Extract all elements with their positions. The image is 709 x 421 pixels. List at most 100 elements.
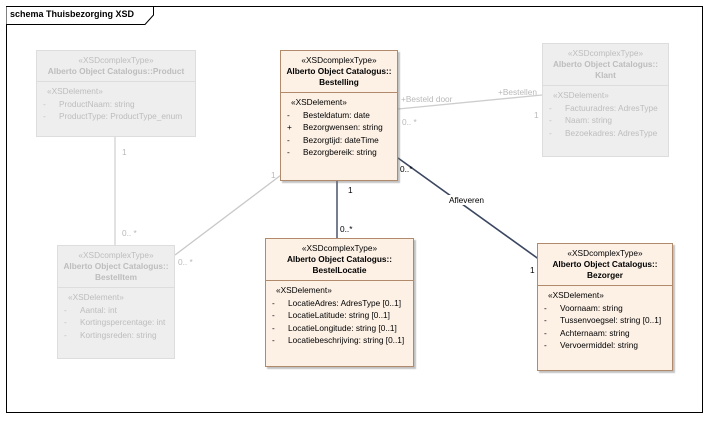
visibility-marker: - (544, 340, 547, 350)
attribute-text: Locatiebeschrijving: string [0..1] (288, 335, 405, 345)
attribute-text: Bezoekadres: AdresType (565, 127, 658, 138)
multiplicity-bestelitem-bestelling: 0.. * (178, 257, 193, 267)
class-name: BestelItem (95, 272, 137, 282)
attribute-compartment: «XSDelement»-Aantal: int-Kortingspercent… (58, 288, 174, 344)
association-bestelling-klant[interactable] (397, 94, 543, 110)
attribute-text: ProductType: ProductType_enum (59, 111, 183, 121)
visibility-marker: - (549, 102, 552, 113)
attribute-text: Naam: string (565, 115, 613, 125)
attribute-text: Bezorgbereik: string (303, 147, 377, 157)
class-bestelling[interactable]: «XSDcomplexType»Alberto Object Catalogus… (280, 50, 398, 181)
visibility-marker: - (272, 335, 275, 345)
attribute-row[interactable]: - Bezorgtijd: dateTime (287, 134, 391, 147)
attribute-row[interactable]: - Factuuradres: AdresType (549, 102, 662, 115)
association-afleveren[interactable] (397, 157, 541, 261)
attribute-row[interactable]: - Kortingspercentage: int (64, 316, 168, 329)
attribute-row[interactable]: - Aantal: int (64, 304, 168, 317)
visibility-marker: - (549, 127, 552, 138)
attribute-text: Kortingsreden: string (80, 329, 157, 340)
association-name-afleveren: Afleveren (448, 195, 486, 205)
class-klant[interactable]: «XSDcomplexType»Alberto Object Catalogus… (542, 43, 669, 157)
attribute-row[interactable]: -LocatieLatitude: string [0..1] (272, 309, 407, 322)
attribute-text: LocatieLatitude: string [0..1] (288, 310, 390, 320)
attribute-row[interactable]: -Voornaam: string (544, 302, 666, 315)
attribute-text: Achternaam: string (560, 327, 630, 338)
attribute-row[interactable]: -ProductNaam: string (43, 98, 189, 111)
stereotype-label: «XSDcomplexType» (567, 48, 644, 58)
attribute-compartment: «XSDelement»-ProductNaam: string-Product… (37, 82, 195, 126)
multiplicity-bezorger: 1 (530, 265, 535, 275)
visibility-marker: - (43, 111, 46, 121)
class-bestelitem[interactable]: «XSDcomplexType»Alberto Object Catalogus… (57, 245, 175, 359)
class-name: Klant (595, 70, 616, 80)
attribute-row[interactable]: - Bezoekadres: AdresType (549, 127, 662, 140)
section-stereotype: «XSDelement» (291, 97, 347, 107)
class-name: Alberto Object Catalogus:: (552, 59, 659, 69)
attribute-text: LocatieLongitude: string [0..1] (288, 322, 397, 333)
attribute-row[interactable]: - Achternaam: string (544, 327, 666, 340)
multiplicity-locatie: 0..* (340, 224, 353, 234)
attribute-row[interactable]: - LocatieLongitude: string [0..1] (272, 322, 407, 335)
class-header: «XSDcomplexType»Alberto Object Catalogus… (266, 239, 413, 281)
visibility-marker: - (544, 327, 547, 338)
visibility-marker: - (272, 322, 275, 333)
role-besteld-door: +Besteld door (401, 94, 453, 104)
visibility-marker: - (287, 109, 290, 120)
attribute-row[interactable]: -Kortingsreden: string (64, 329, 168, 342)
association-bestelling-bestelitem[interactable] (174, 171, 286, 256)
visibility-marker: - (64, 317, 67, 327)
multiplicity-bestelling-klant: 0.. * (402, 117, 417, 127)
class-name: Bestelling (319, 77, 359, 87)
class-header: «XSDcomplexType»Alberto Object Catalogus… (37, 51, 195, 82)
attribute-row[interactable]: - Locatiebeschrijving: string [0..1] (272, 334, 407, 347)
attribute-row[interactable]: -Bezorgbereik: string (287, 146, 391, 159)
section-stereotype: «XSDelement» (548, 290, 604, 300)
attribute-row[interactable]: - Besteldatum: date (287, 109, 391, 122)
attribute-text: Bezorgtijd: dateTime (303, 134, 379, 145)
class-name: Alberto Object Catalogus:: (63, 261, 169, 271)
attribute-text: ProductNaam: string (59, 98, 135, 109)
class-name: Alberto Object Catalogus:: (286, 254, 393, 264)
role-bestellen: +Bestellen (498, 87, 537, 97)
frame-title: schema Thuisbezorging XSD (10, 9, 135, 19)
attribute-text: Kortingspercentage: int (80, 317, 166, 327)
attribute-row[interactable]: -Tussenvoegsel: string [0..1] (544, 314, 666, 327)
visibility-marker: - (287, 134, 290, 145)
visibility-marker: + (287, 122, 292, 132)
class-name: Alberto Object Catalogus::Product (47, 66, 185, 76)
class-bezorger[interactable]: «XSDcomplexType»Alberto Object Catalogus… (537, 243, 673, 371)
visibility-marker: - (64, 304, 67, 315)
attribute-text: Vervoermiddel: string (560, 340, 638, 350)
visibility-marker: - (549, 115, 552, 125)
class-name: Alberto Object Catalogus:: (552, 259, 658, 269)
multiplicity-product: 1 (122, 147, 127, 157)
class-bestellocatie[interactable]: «XSDcomplexType»Alberto Object Catalogus… (265, 238, 414, 367)
attribute-row[interactable]: -LocatieAdres: AdresType [0..1] (272, 297, 407, 310)
visibility-marker: - (544, 302, 547, 313)
attribute-text: Besteldatum: date (303, 109, 370, 120)
class-product[interactable]: «XSDcomplexType»Alberto Object Catalogus… (36, 50, 196, 137)
attribute-row[interactable]: - Vervoermiddel: string (544, 339, 666, 352)
class-header: «XSDcomplexType»Alberto Object Catalogus… (538, 244, 672, 286)
stereotype-label: «XSDcomplexType» (301, 55, 377, 65)
attribute-text: Aantal: int (80, 304, 117, 315)
attribute-row[interactable]: - ProductType: ProductType_enum (43, 110, 189, 123)
class-name: Bezorger (587, 270, 623, 280)
section-stereotype: «XSDelement» (47, 86, 103, 96)
attribute-text: Factuuradres: AdresType (565, 102, 658, 113)
class-header: «XSDcomplexType»Alberto Object Catalogus… (281, 51, 397, 93)
attribute-compartment: «XSDelement»-Besteldatum: date+Bezorgwen… (281, 93, 397, 162)
class-name: BestelLocatie (312, 265, 367, 275)
attribute-row[interactable]: - Naam: string (549, 114, 662, 127)
attribute-row[interactable]: +Bezorgwensen: string (287, 121, 391, 134)
stereotype-label: «XSDcomplexType» (78, 250, 154, 260)
section-stereotype: «XSDelement» (276, 285, 332, 295)
visibility-marker: - (544, 315, 547, 325)
multiplicity-bestelling-locatie: 1 (348, 185, 353, 195)
section-stereotype: «XSDelement» (553, 90, 609, 100)
multiplicity-bestelitem-product: 0.. * (122, 228, 137, 238)
stereotype-label: «XSDcomplexType» (567, 248, 643, 258)
attribute-compartment: «XSDelement» -Voornaam: string-Tussenvoeg… (538, 286, 672, 355)
class-header: «XSDcomplexType»Alberto Object Catalogus… (58, 246, 174, 288)
attribute-compartment: «XSDelement» -LocatieAdres: AdresType [0.… (266, 281, 413, 350)
